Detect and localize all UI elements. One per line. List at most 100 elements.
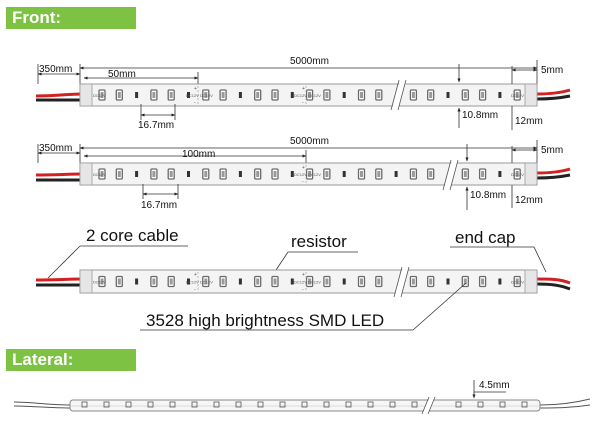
pcb-voltage-mark: DC12V [93,172,106,177]
width-label: 10.8mm [470,190,506,201]
smd-led [305,89,314,101]
dimension-pitch-2: 16.7mm [141,184,179,211]
resistor [187,171,190,177]
smd-led [409,89,418,101]
smd-led [150,168,158,180]
dimension-endcap-1: 5mm [511,65,563,84]
resistor-callout-label: resistor [291,232,347,251]
smd-led [478,275,487,288]
endcap-length-label: 5mm [541,145,563,156]
smd-led [427,168,435,180]
pitch-label: 16.7mm [141,200,177,211]
lateral-led [455,401,462,408]
segment-length-label: 100mm [182,149,215,160]
resistor [342,92,346,98]
resistor [498,278,502,285]
lateral-led [279,401,286,408]
resistor [498,92,502,98]
end-cap-right-1 [524,83,538,107]
lead-length-label: 350mm [39,64,72,75]
end-cap-left-1 [79,83,93,107]
strip-break-3 [393,266,410,298]
width-label: 10.8mm [462,110,498,121]
pcb-voltage-mark: DC12V [93,93,106,98]
lateral-led [301,401,308,408]
wire-left-3 [35,277,83,287]
smd-led [115,168,123,180]
smd-led [150,89,158,101]
smd-led [513,275,521,288]
wire-right-3 [536,277,571,291]
pcb-minus-mark: - [194,100,196,106]
lateral-led [213,401,220,408]
smd-led [271,168,279,180]
resistor [290,278,294,285]
lateral-component-row [81,401,528,408]
pcb-voltage-mark: DC12V [186,280,199,285]
smd-led [375,168,383,180]
pcb-minus-mark: - [302,100,304,106]
pcb-voltage-mark: DC12V [200,280,213,285]
smd-led [167,275,175,288]
lateral-led [389,401,396,408]
dimension-segment-1: 50mm [83,69,199,84]
smd-led [254,275,262,288]
lateral-led [147,401,154,408]
wire-left-2 [35,172,83,182]
pcb-minus-mark: - [302,179,304,185]
smd-led [409,168,418,180]
pcb-plus-mark: + [194,272,197,278]
endcap-length-label: 5mm [541,65,563,76]
smd-led [323,168,331,180]
section-banner-front: Front: [6,7,136,29]
pcb-minus-mark: - [302,287,304,293]
dimension-segment-2: 100mm [83,149,307,163]
dimension-total-2: 5000mm [79,136,538,163]
pcb-minus-mark: - [194,287,196,293]
smd-led [357,89,366,101]
resistor [135,171,139,177]
smd-led [115,89,123,101]
lateral-view: 4.5mm [13,380,591,416]
lateral-led [323,401,330,408]
pcb-voltage-mark: DC12V [294,280,307,285]
total-length-label: 5000mm [290,56,329,67]
section-banner-lateral: Lateral: [6,349,136,371]
smd-led [323,89,331,101]
end-cap-right-2 [524,162,538,186]
smd-led [357,168,366,180]
lateral-led [125,401,132,408]
smd-led [305,168,314,180]
pcb-voltage-mark: DC12V [511,93,524,98]
smd-led [98,275,106,288]
wire-left-1 [35,92,83,102]
smd-led [478,168,487,180]
thickness-label: 4.5mm [479,380,510,391]
resistor [135,92,139,98]
smd-led [271,275,279,288]
strip-1: 350mm 5000mm 50mm [35,56,571,131]
resistor [187,278,190,285]
smd-led [478,89,487,101]
strip-break-2 [442,159,459,191]
smd-led [461,89,469,101]
end-cap-right-3 [524,269,538,294]
dimension-height-1: 12mm [511,106,543,130]
smd-led [202,168,210,180]
strip-break-1 [390,79,407,111]
smd-led [427,275,435,288]
pcb-voltage-mark: DC12V [511,280,524,285]
pitch-label: 16.7mm [138,120,174,131]
lateral-led [103,401,110,408]
resistor [342,278,346,285]
smd-led [357,275,366,288]
lateral-led [235,401,242,408]
pcb-voltage-mark: DC12V [294,93,307,98]
wire-right-2 [536,167,571,180]
dimension-height-2: 12mm [511,185,543,208]
led-callout-label: 3528 high brightness SMD LED [146,311,384,330]
lateral-led [521,401,528,408]
smd-led [375,275,383,288]
